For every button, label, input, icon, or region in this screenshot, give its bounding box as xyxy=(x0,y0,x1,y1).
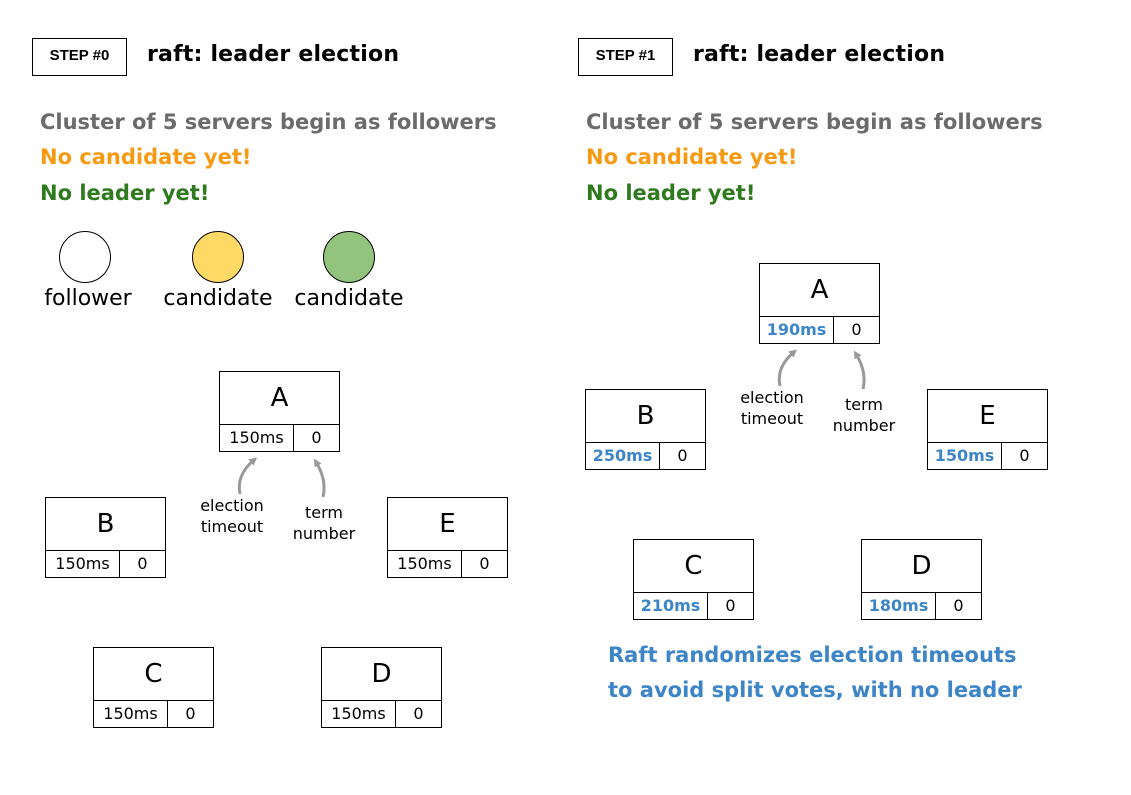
election-timeout-value: 150ms xyxy=(46,551,120,577)
election-timeout-value: 150ms xyxy=(94,701,168,727)
term-number-value: 0 xyxy=(851,320,862,339)
term-number-value: 0 xyxy=(725,596,736,615)
legend-label-candidate: candidate xyxy=(163,286,273,311)
election-timeout-value: 250ms xyxy=(586,443,660,469)
server-name: A xyxy=(270,383,289,413)
description-line: Cluster of 5 servers begin as followers xyxy=(40,110,497,134)
server-c: C 210ms 0 xyxy=(633,539,754,620)
election-timeout-value: 150ms xyxy=(220,425,294,451)
server-name: E xyxy=(979,401,996,431)
server-name: B xyxy=(96,509,115,539)
server-c: C 150ms 0 xyxy=(93,647,214,728)
election-timeout-arrow xyxy=(777,349,798,387)
term-number-value: 0 xyxy=(311,428,322,447)
term-number-value: 0 xyxy=(953,596,964,615)
white-circle-icon xyxy=(59,231,111,283)
server-d: D 180ms 0 xyxy=(861,539,982,620)
step-title: raft: leader election xyxy=(147,42,400,67)
election-timeout-value: 150ms xyxy=(928,443,1002,469)
leader-status: No leader yet! xyxy=(40,181,210,205)
term-number-value: 0 xyxy=(677,446,688,465)
description-line: Cluster of 5 servers begin as followers xyxy=(586,110,1043,134)
server-name: D xyxy=(371,659,392,689)
server-b: B 250ms 0 xyxy=(585,389,706,470)
term-number-value: 0 xyxy=(137,554,148,573)
server-name: C xyxy=(144,659,163,689)
green-circle-icon xyxy=(323,231,375,283)
legend-label-follower: follower xyxy=(44,286,132,311)
term-number-value: 0 xyxy=(479,554,490,573)
server-a: A 150ms 0 xyxy=(219,371,340,452)
election-timeout-value: 150ms xyxy=(388,551,462,577)
server-e: E 150ms 0 xyxy=(387,497,508,578)
term-number-value: 0 xyxy=(185,704,196,723)
term-number-value: 0 xyxy=(1019,446,1030,465)
server-name: E xyxy=(439,509,456,539)
election-timeout-value: 210ms xyxy=(634,593,708,619)
term-number-arrow xyxy=(313,458,326,498)
yellow-circle-icon xyxy=(192,231,244,283)
election-timeout-value: 150ms xyxy=(322,701,396,727)
term-number-value: 0 xyxy=(413,704,424,723)
server-e: E 150ms 0 xyxy=(927,389,1048,470)
election-timeout-value: 180ms xyxy=(862,593,936,619)
server-name: C xyxy=(684,551,703,581)
step-title: raft: leader election xyxy=(693,42,946,67)
server-name: B xyxy=(636,401,655,431)
server-d: D 150ms 0 xyxy=(321,647,442,728)
election-timeout-value: 190ms xyxy=(760,317,834,343)
step-badge: STEP #0 xyxy=(32,38,127,76)
candidate-status: No candidate yet! xyxy=(586,145,798,169)
server-name: D xyxy=(911,551,932,581)
leader-status: No leader yet! xyxy=(586,181,756,205)
server-a: A 190ms 0 xyxy=(759,263,880,344)
footer-line: to avoid split votes, with no leader xyxy=(608,678,1022,702)
server-name: A xyxy=(810,275,829,305)
election-timeout-arrow xyxy=(237,457,258,495)
step-badge: STEP #1 xyxy=(578,38,673,76)
term-number-arrow xyxy=(853,350,866,390)
legend-label-candidate-green: candidate xyxy=(294,286,404,311)
candidate-status: No candidate yet! xyxy=(40,145,252,169)
server-b: B 150ms 0 xyxy=(45,497,166,578)
footer-line: Raft randomizes election timeouts xyxy=(608,643,1017,667)
